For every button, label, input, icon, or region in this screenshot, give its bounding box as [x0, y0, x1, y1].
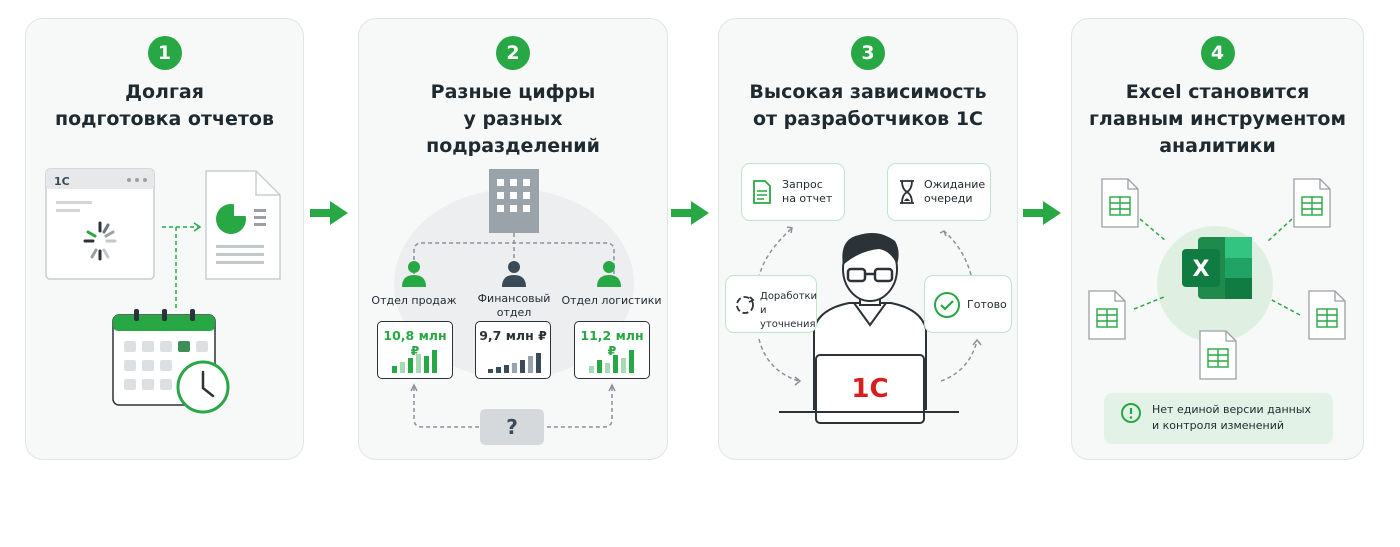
step-card-1: 1 Долгая подготовка отчетов 1C — [25, 18, 304, 460]
step-title: Excel становится главным инструментом ан… — [1089, 81, 1346, 157]
step-number-badge: 1 — [147, 36, 182, 70]
spinner-icon — [83, 221, 117, 261]
spreadsheet-icon — [1293, 178, 1331, 228]
person-icon — [402, 261, 426, 287]
excel-hub-illustration: X — [1088, 178, 1346, 380]
app-logo-1c: 1C — [54, 175, 70, 188]
tag-done: Готово — [924, 275, 1012, 333]
bar-chart-icon — [392, 350, 437, 373]
step-number-badge: 2 — [496, 36, 530, 70]
step-title: Долгая подготовка отчетов — [54, 81, 274, 130]
tag-revisions: Доработки и уточнения — [725, 275, 817, 333]
department-label-logistics: Отдел логистики — [561, 294, 662, 307]
tag-queue-waiting: Ожидание очереди — [887, 163, 991, 221]
slow-report-illustration: 1C — [45, 168, 281, 414]
tag-report-request: Запрос на отчет — [741, 163, 845, 221]
spreadsheet-icon — [1088, 290, 1126, 340]
department-value-card: 11,2 млн ₽ — [574, 321, 650, 379]
step-card-3: 3 Высокая зависимость от разработчиков 1… — [718, 18, 1018, 460]
arrow-right-icon — [1023, 201, 1061, 225]
step-number-badge: 4 — [1200, 36, 1235, 70]
developer-illustration: 1C — [758, 226, 982, 424]
department-label-sales: Отдел продаж — [371, 294, 457, 307]
building-icon — [489, 169, 539, 233]
document-icon — [753, 180, 771, 204]
warning-text: Нет единой версии данных и контроля изме… — [1152, 403, 1312, 432]
warning-icon — [1121, 403, 1141, 423]
hourglass-icon — [900, 180, 914, 204]
pie-chart-document-icon — [205, 170, 281, 280]
laptop-icon — [779, 354, 959, 424]
step-card-4: 4 Excel становится главным инструментом … — [1071, 18, 1364, 460]
person-icon — [597, 261, 621, 287]
laptop-logo-1c: 1C — [851, 374, 888, 404]
step-card-2: 2 Разные цифры у разных подразделений От… — [358, 18, 668, 460]
spreadsheet-icon — [1199, 330, 1237, 380]
department-label-finance: Финансовый отдел — [477, 292, 551, 319]
arrow-right-icon — [310, 201, 348, 225]
step-title: Высокая зависимость от разработчиков 1С — [749, 81, 987, 130]
arrow-right-icon — [671, 201, 709, 225]
question-box: ? — [480, 409, 544, 445]
warning-note: Нет единой версии данных и контроля изме… — [1104, 393, 1333, 444]
step-title: Разные цифры у разных подразделений — [426, 81, 600, 157]
step-number-badge: 3 — [851, 36, 885, 70]
spreadsheet-icon — [1308, 290, 1346, 340]
spreadsheet-icon — [1101, 178, 1139, 228]
excel-icon — [1182, 237, 1252, 299]
department-value-card: 10,8 млн ₽ — [377, 321, 453, 379]
departments-illustration — [394, 169, 634, 428]
bar-chart-icon — [589, 350, 634, 373]
person-icon — [502, 261, 526, 287]
check-circle-icon — [934, 292, 960, 318]
bar-chart-icon — [488, 353, 541, 373]
refresh-icon — [736, 296, 755, 314]
department-value-card: 9,7 млн ₽ — [475, 321, 551, 379]
clock-icon — [176, 360, 230, 414]
excel-letter: X — [1193, 257, 1210, 282]
